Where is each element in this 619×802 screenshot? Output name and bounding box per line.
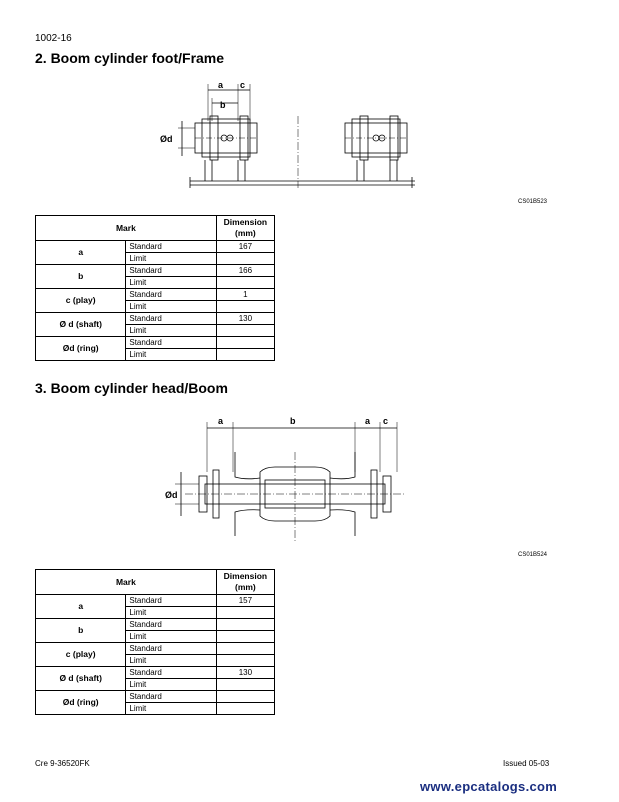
header-mark: Mark <box>35 569 217 595</box>
limit-value <box>215 300 276 313</box>
label-c: c <box>383 416 388 426</box>
label-a-right: a <box>365 416 371 426</box>
table-row: Limit <box>36 654 276 667</box>
limit-label: Limit <box>125 678 217 691</box>
limit-label: Limit <box>125 252 217 265</box>
mark-cell: Ø d (shaft) <box>34 312 127 337</box>
table-row: Ød (ring) Standard <box>34 690 276 715</box>
label-b: b <box>290 416 296 426</box>
label-d: Ød <box>165 490 178 500</box>
standard-label: Standard <box>125 264 217 277</box>
table-row: Limit <box>36 678 276 691</box>
footer-doc-code: Cre 9-36520FK <box>35 759 90 768</box>
header-mark: Mark <box>35 215 217 241</box>
limit-value <box>215 654 276 667</box>
table-row: Ød (ring) Standard <box>34 336 276 361</box>
standard-value: 130 <box>215 666 276 679</box>
label-a: a <box>218 80 224 90</box>
limit-value <box>215 702 276 715</box>
spec-table-boom-foot: Mark Dimension (mm) a Standard 167 Limit… <box>34 215 276 361</box>
table-row: b Standard 166 <box>34 264 276 289</box>
limit-label: Limit <box>125 654 217 667</box>
standard-value: 157 <box>215 594 276 607</box>
footer-issue-date: Issued 05-03 <box>503 759 550 768</box>
mark-cell: Ød (ring) <box>34 690 127 715</box>
header-dimension: Dimension (mm) <box>215 569 276 595</box>
table-row: c (play) Standard 1 <box>34 288 276 313</box>
standard-value: 1 <box>215 288 276 301</box>
mark-cell: b <box>34 618 127 643</box>
standard-label: Standard <box>125 618 217 631</box>
standard-label: Standard <box>125 240 217 253</box>
table-row: c (play) Standard <box>34 642 276 667</box>
table-row: a Standard 167 <box>34 240 276 265</box>
mark-cell: b <box>34 264 127 289</box>
table-row: Limit <box>36 702 276 715</box>
diagram-boom-head: a b a c Ød <box>165 416 405 542</box>
limit-value <box>215 276 276 289</box>
section-title-boom-foot: 2. Boom cylinder foot/Frame <box>35 50 225 66</box>
limit-label: Limit <box>125 324 217 337</box>
limit-label: Limit <box>125 300 217 313</box>
mark-cell: a <box>34 240 127 265</box>
figure-code-1: CS01B523 <box>518 199 548 205</box>
standard-label: Standard <box>125 288 217 301</box>
limit-value <box>215 324 276 337</box>
standard-value <box>215 336 276 349</box>
standard-value <box>215 618 276 631</box>
limit-value <box>215 678 276 691</box>
standard-label: Standard <box>125 594 217 607</box>
standard-value: 130 <box>215 312 276 325</box>
standard-label: Standard <box>125 336 217 349</box>
section-title-boom-head: 3. Boom cylinder head/Boom <box>35 380 228 396</box>
table-row: a Standard 157 <box>34 594 276 619</box>
diagram-boom-foot-frame: a c b Ød <box>160 80 415 188</box>
mark-cell: a <box>34 594 127 619</box>
standard-value <box>215 642 276 655</box>
limit-label: Limit <box>125 348 217 361</box>
limit-label: Limit <box>125 702 217 715</box>
limit-label: Limit <box>125 606 217 619</box>
standard-label: Standard <box>125 690 217 703</box>
header-dimension: Dimension (mm) <box>215 215 276 241</box>
limit-value <box>215 348 276 361</box>
limit-label: Limit <box>125 630 217 643</box>
limit-value <box>215 252 276 265</box>
limit-value <box>215 606 276 619</box>
watermark-link[interactable]: www.epcatalogs.com <box>420 779 558 794</box>
standard-label: Standard <box>125 642 217 655</box>
table-row: Ø d (shaft) Standard 130 <box>34 312 276 337</box>
figure-code-2: CS01B524 <box>518 552 548 558</box>
mark-cell: c (play) <box>34 642 127 667</box>
mark-cell: Ø d (shaft) <box>34 666 127 691</box>
label-a-left: a <box>218 416 224 426</box>
table-row: Limit <box>36 348 276 361</box>
standard-value: 166 <box>215 264 276 277</box>
table-row: Ø d (shaft) Standard 130 <box>34 666 276 691</box>
page-number: 1002-16 <box>35 33 72 44</box>
table-row: Limit <box>36 606 276 619</box>
label-b: b <box>220 100 226 110</box>
limit-value <box>215 630 276 643</box>
mark-cell: c (play) <box>34 288 127 313</box>
standard-label: Standard <box>125 666 217 679</box>
limit-label: Limit <box>125 276 217 289</box>
standard-value <box>215 690 276 703</box>
label-c: c <box>240 80 245 90</box>
standard-value: 167 <box>215 240 276 253</box>
spec-table-boom-head: Mark Dimension (mm) a Standard 157 Limit… <box>34 569 276 715</box>
table-row: b Standard <box>34 618 276 643</box>
label-d: Ød <box>160 134 173 144</box>
mark-cell: Ød (ring) <box>34 336 127 361</box>
standard-label: Standard <box>125 312 217 325</box>
